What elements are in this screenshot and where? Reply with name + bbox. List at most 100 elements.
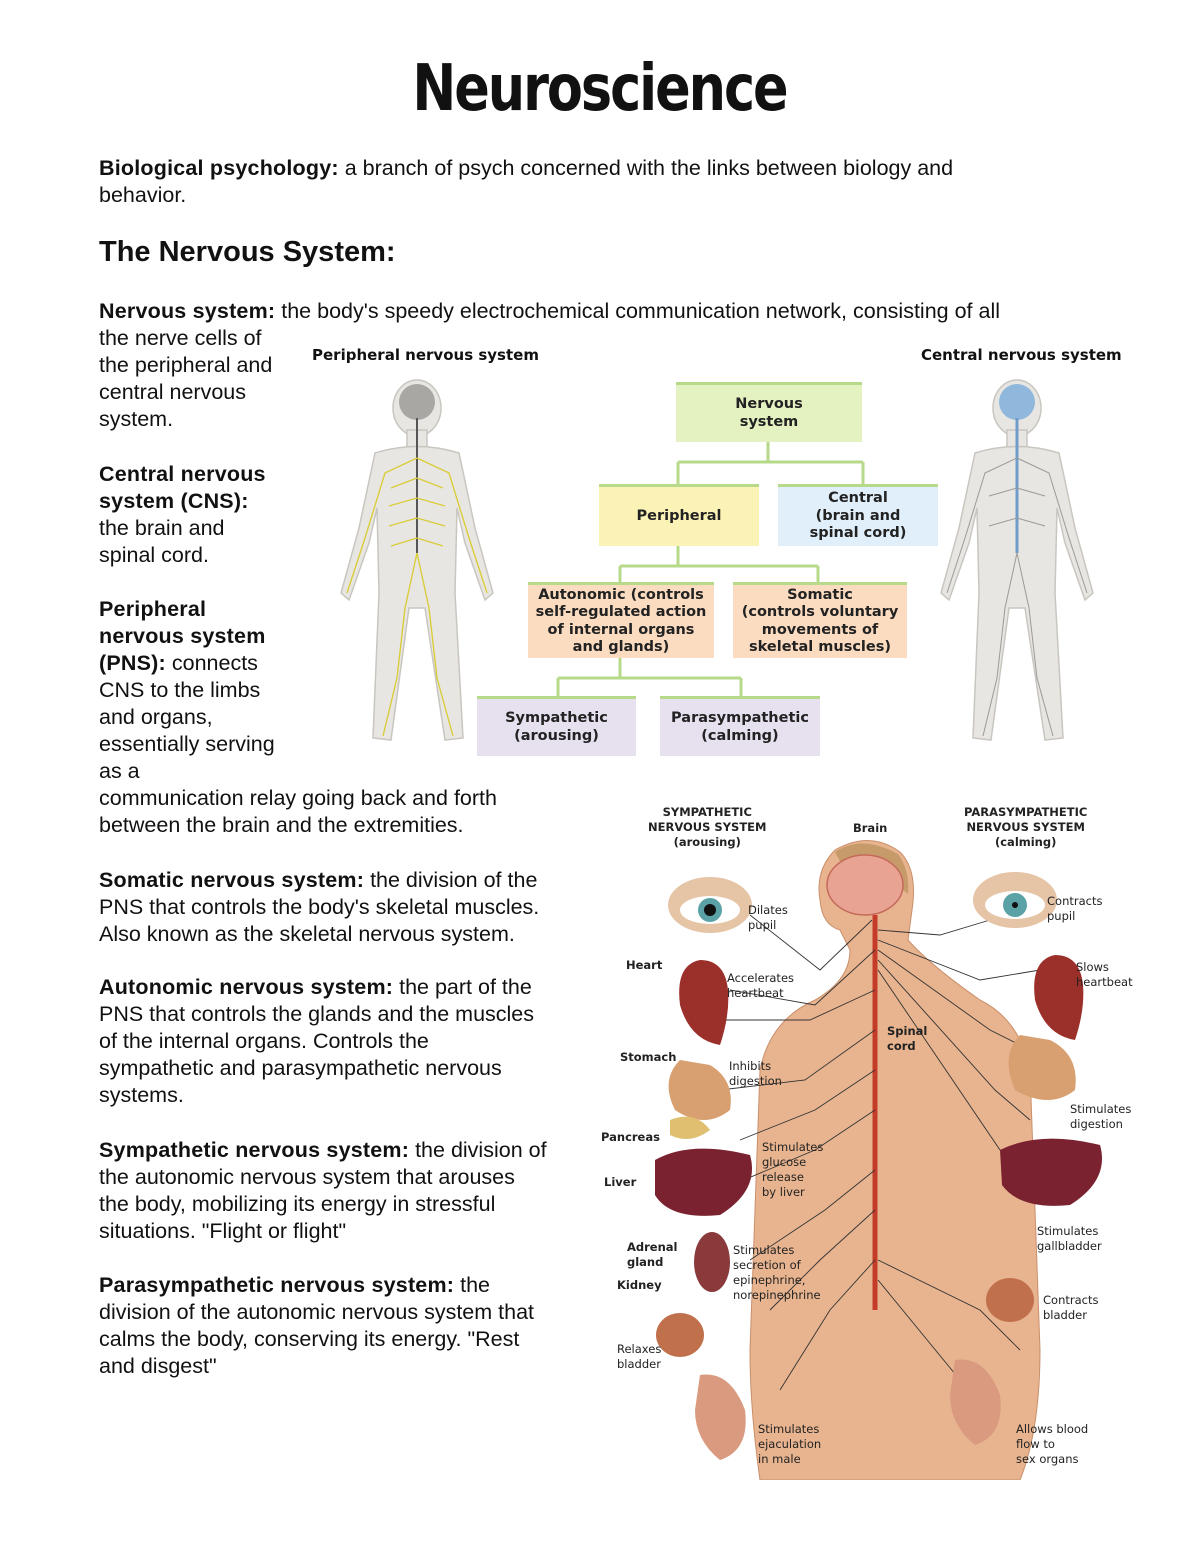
pns-term: Peripheral — [99, 597, 207, 621]
biopsych-term: Biological psychology: — [99, 156, 339, 180]
adrenal-gland-label: Adrenal gland — [627, 1240, 678, 1269]
sympathetic-paragraph: Sympathetic nervous system: the division… — [99, 1137, 599, 1245]
parasympathetic-paragraph: Parasympathetic nervous system: the divi… — [99, 1272, 599, 1380]
heart-label: Heart — [626, 958, 663, 972]
peripheral-figure-label: Peripheral nervous system — [312, 346, 539, 364]
pns-line: connects — [165, 651, 258, 675]
pns-paragraph: Peripheral nervous system (PNS): connect… — [99, 596, 619, 839]
nervous-system-box-label: Nervous system — [735, 396, 803, 430]
heart-right-icon — [1034, 955, 1084, 1040]
somatic-line: PNS that controls the body's skeletal mu… — [99, 895, 540, 919]
kidney-label: Kidney — [617, 1278, 662, 1292]
symp-effect: Dilates pupil — [748, 903, 788, 932]
para-effect: Allows blood flow to sex organs — [1016, 1422, 1089, 1466]
sympathetic-header: SYMPATHETIC NERVOUS SYSTEM (arousing) — [648, 805, 767, 849]
pancreas-icon — [670, 1116, 710, 1139]
nervous-system-box: Nervous system — [676, 382, 862, 442]
brain-shape — [399, 384, 435, 420]
biopsych-paragraph: Biological psychology: a branch of psych… — [99, 155, 1099, 209]
para-effect: Stimulates gallbladder — [1037, 1224, 1102, 1253]
biopsych-def2: behavior. — [99, 183, 187, 207]
cns-term: system (CNS): — [99, 489, 249, 513]
pns-term: nervous system — [99, 624, 266, 648]
nervous-line: the nerve cells of — [99, 326, 262, 350]
parasympathetic-term: Parasympathetic nervous system: — [99, 1273, 455, 1297]
parasympathetic-line: the — [454, 1273, 491, 1297]
bladder-left-icon — [656, 1313, 704, 1357]
parasympathetic-box: Parasympathetic (calming) — [660, 696, 820, 756]
para-effect: Contracts pupil — [1047, 894, 1103, 923]
somatic-box-label: Somatic (controls voluntary movements of… — [741, 586, 899, 656]
sympathetic-line: situations. "Flight or flight" — [99, 1219, 347, 1243]
reproductive-right-icon — [950, 1359, 1001, 1445]
symp-effect: Stimulates secretion of epinephrine, nor… — [733, 1243, 821, 1302]
sympathetic-line: the autonomic nervous system that arouse… — [99, 1165, 515, 1189]
eye-right-icon — [973, 872, 1057, 928]
stomach-label: Stomach — [620, 1050, 677, 1064]
parasympathetic-line: calms the body, conserving its energy. "… — [99, 1327, 520, 1351]
stomach-right-icon — [1008, 1035, 1076, 1100]
pns-line: essentially serving — [99, 732, 275, 756]
spinal-cord-label: Spinal cord — [887, 1024, 928, 1053]
autonomic-line: the part of the — [393, 975, 532, 999]
nervous-system-term: Nervous system: — [99, 299, 276, 323]
bladder-right-icon — [986, 1278, 1034, 1322]
autonomic-box: Autonomic (controls self-regulated actio… — [528, 582, 714, 658]
parasympathetic-line: and disgest" — [99, 1354, 217, 1378]
central-box-label: Central (brain and spinal cord) — [809, 490, 907, 542]
cns-line: spinal cord. — [99, 543, 209, 567]
cns-term: Central nervous — [99, 462, 266, 486]
parasympathetic-line: division of the autonomic nervous system… — [99, 1300, 534, 1324]
parasympathetic-box-label: Parasympathetic (calming) — [671, 710, 809, 744]
sympathetic-line: the body, mobilizing its energy in stres… — [99, 1192, 496, 1216]
relaxes-bladder-label: Relaxes bladder — [617, 1342, 662, 1371]
somatic-paragraph: Somatic nervous system: the division of … — [99, 867, 599, 948]
cns-line: the brain and — [99, 516, 225, 540]
nervous-line: system. — [99, 407, 174, 431]
autonomic-illustration — [655, 840, 1102, 1480]
para-effect: Contracts bladder — [1043, 1293, 1099, 1322]
peripheral-box-label: Peripheral — [636, 507, 722, 524]
para-effect: Slows heartbeat — [1076, 960, 1133, 989]
autonomic-line: PNS that controls the glands and the mus… — [99, 1002, 535, 1026]
somatic-box: Somatic (controls voluntary movements of… — [733, 582, 907, 658]
nervous-line: the peripheral and — [99, 353, 273, 377]
pns-line: communication relay going back and forth — [99, 786, 497, 810]
parasympathetic-header: PARASYMPATHETIC NERVOUS SYSTEM (calming) — [964, 805, 1088, 849]
autonomic-line: of the internal organs. Controls the — [99, 1029, 429, 1053]
pancreas-label: Pancreas — [601, 1130, 660, 1144]
central-body-illustration — [940, 379, 1094, 741]
nervous-system-line1: the body's speedy electrochemical commun… — [275, 299, 1000, 323]
sympathetic-line: the division of — [409, 1138, 547, 1162]
para-effect: Stimulates digestion — [1070, 1102, 1132, 1131]
peripheral-box: Peripheral — [599, 484, 759, 546]
section-heading: The Nervous System: — [99, 236, 396, 268]
somatic-line: Also known as the skeletal nervous syste… — [99, 922, 515, 946]
eye-left-icon — [668, 877, 752, 933]
nervous-system-paragraph: Nervous system: the body's speedy electr… — [99, 298, 1099, 433]
peripheral-body-illustration — [340, 379, 494, 741]
hierarchy-connectors — [556, 442, 865, 698]
symp-effect: Inhibits digestion — [729, 1059, 782, 1088]
somatic-term: Somatic nervous system: — [99, 868, 365, 892]
autonomic-term: Autonomic nervous system: — [99, 975, 394, 999]
heart-left-icon — [679, 960, 729, 1045]
pns-term: (PNS): — [99, 651, 166, 675]
cns-paragraph: Central nervous system (CNS): the brain … — [99, 461, 299, 569]
pns-line: CNS to the limbs — [99, 678, 261, 702]
sympathetic-box: Sympathetic (arousing) — [477, 696, 636, 756]
autonomic-paragraph: Autonomic nervous system: the part of th… — [99, 974, 599, 1109]
sympathetic-box-label: Sympathetic (arousing) — [505, 710, 608, 744]
liver-right-icon — [1000, 1138, 1102, 1206]
page-title: Neuroscience — [412, 52, 788, 126]
brain-label: Brain — [853, 821, 888, 835]
liver-left-icon — [655, 1148, 752, 1216]
nervous-line: central nervous — [99, 380, 246, 404]
somatic-line: the division of the — [364, 868, 538, 892]
central-box: Central (brain and spinal cord) — [778, 484, 938, 546]
brain-shape — [999, 384, 1035, 420]
human-back-figure — [749, 840, 1041, 1480]
sympathetic-term: Sympathetic nervous system: — [99, 1138, 410, 1162]
stomach-left-icon — [668, 1060, 731, 1120]
central-figure-label: Central nervous system — [921, 346, 1122, 364]
